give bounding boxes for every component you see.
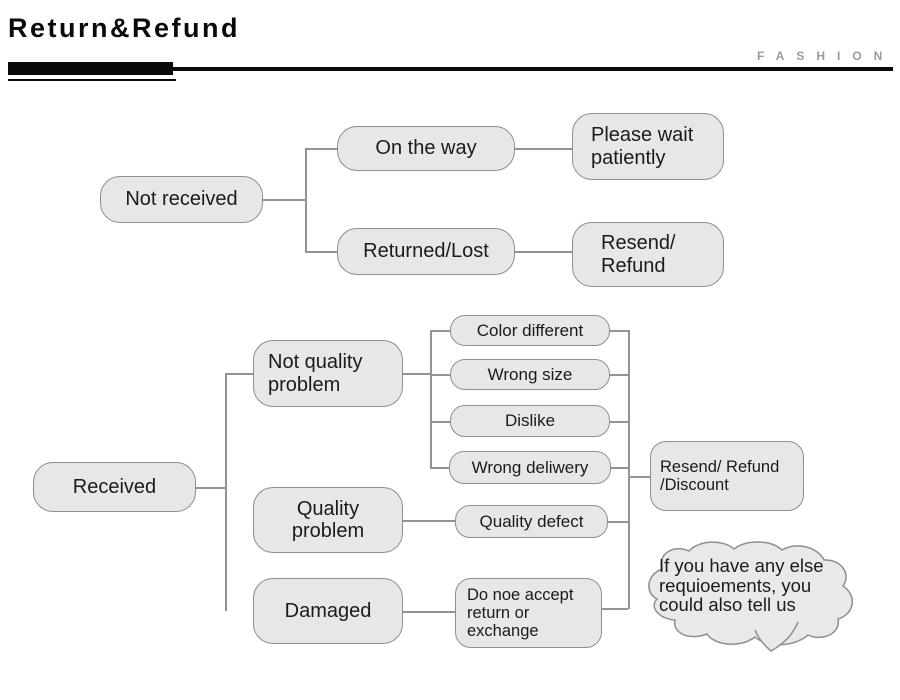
connector	[515, 251, 572, 253]
connector	[611, 467, 628, 469]
connector	[610, 374, 628, 376]
header-rule-line	[173, 67, 893, 71]
connector	[196, 487, 225, 489]
node-received: Received	[33, 462, 196, 512]
connector	[430, 467, 449, 469]
connector	[263, 199, 305, 201]
connector	[305, 148, 337, 150]
node-quality-defect: Quality defect	[455, 505, 608, 538]
connector	[403, 520, 455, 522]
connector	[305, 251, 337, 253]
node-not-quality-problem: Not quality problem	[253, 340, 403, 407]
connector	[602, 608, 628, 610]
title-thick-bar	[8, 62, 173, 75]
connector	[628, 476, 650, 478]
node-not-received: Not received	[100, 176, 263, 223]
title-underline	[8, 79, 176, 81]
connector	[628, 330, 630, 609]
connector	[430, 330, 432, 468]
connector	[610, 421, 628, 423]
node-resend-refund-discount: Resend/ Refund /Discount	[650, 441, 804, 511]
node-dislike: Dislike	[450, 405, 610, 437]
connector	[610, 330, 628, 332]
connector	[225, 373, 253, 375]
node-wrong-size: Wrong size	[450, 359, 610, 390]
connector	[305, 148, 307, 252]
node-quality-problem: Quality problem	[253, 487, 403, 553]
connector	[403, 373, 430, 375]
node-returned-lost: Returned/Lost	[337, 228, 515, 275]
connector	[403, 611, 455, 613]
connector	[515, 148, 572, 150]
connector	[225, 373, 227, 611]
node-do-not-accept: Do noe accept return or exchange	[455, 578, 602, 648]
connector	[430, 330, 450, 332]
node-color-different: Color different	[450, 315, 610, 346]
node-resend-refund: Resend/ Refund	[572, 222, 724, 287]
connector	[608, 521, 628, 523]
page-title: Return&Refund	[8, 13, 240, 43]
node-wrong-delivery: Wrong deliwery	[449, 451, 611, 484]
connector	[430, 374, 450, 376]
node-on-the-way: On the way	[337, 126, 515, 171]
speech-bubble-text: If you have any else requioements, you c…	[659, 555, 824, 616]
node-damaged: Damaged	[253, 578, 403, 644]
brand-fashion-label: FASHION	[757, 49, 895, 63]
node-please-wait-patiently: Please wait patiently	[572, 113, 724, 180]
speech-bubble-icon	[648, 541, 853, 652]
connector	[430, 421, 450, 423]
